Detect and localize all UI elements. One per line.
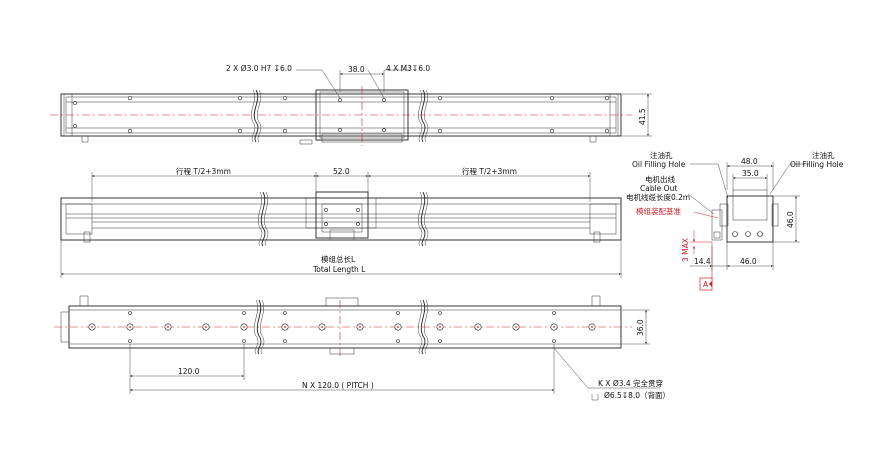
top-view: [50, 69, 652, 146]
top-thread-callout: 4 X M3↧6.0: [386, 64, 430, 73]
oil-hole-right-cn: 注油孔: [812, 150, 835, 160]
hole-callout-line1: K X Ø3.4 完全贯穿: [598, 378, 663, 388]
cable-out-cn: 电机出线: [645, 174, 675, 184]
side-dim-3-max: 3 MAX: [681, 238, 690, 262]
assembly-reference: 模组装配基准: [636, 206, 681, 216]
side-view: [687, 162, 810, 291]
top-dim-41-5: 41.5: [638, 108, 647, 125]
stroke-left-label: 行程 T/2+3mm: [176, 166, 231, 176]
datum-a: A: [703, 280, 709, 289]
bottom-view-holes: [88, 311, 596, 343]
side-dim-46-horizontal: 46.0: [740, 257, 757, 266]
dim-120: 120.0: [178, 367, 200, 376]
carriage-dim-52: 52.0: [333, 167, 350, 176]
cable-out-en: Cable Out: [640, 184, 677, 193]
total-length-en: Total Length L: [312, 265, 366, 274]
front-view: [60, 172, 622, 278]
side-dim-35: 35.0: [742, 169, 759, 178]
top-dim-38: 38.0: [348, 65, 365, 74]
hole-callout-line2: Ø6.5↧8.0（背面）: [604, 390, 670, 400]
dim-36: 36.0: [636, 319, 645, 336]
annotations: 2 X Ø3.0 H7 ↧6.0 38.0 4 X M3↧6.0 41.5 行程…: [176, 64, 844, 400]
oil-hole-left-en: Oil Filling Hole: [632, 160, 686, 169]
side-dim-46-vertical: 46.0: [786, 211, 795, 228]
oil-hole-left-cn: 注油孔: [650, 150, 673, 160]
stroke-right-label: 行程 T/2+3mm: [462, 166, 517, 176]
bottom-view: [54, 295, 660, 401]
pitch-label: N X 120.0 ( PITCH ): [302, 381, 374, 390]
total-length-cn: 模组总长L: [321, 254, 356, 264]
side-dim-14-4: 14.4: [694, 257, 711, 266]
side-dim-48: 48.0: [741, 157, 758, 166]
oil-hole-right-en: Oil Filling Hole: [790, 160, 844, 169]
cable-length: 电机线缆长度0.2m: [626, 192, 690, 202]
top-view-holes: [73, 95, 610, 134]
top-hole-callout: 2 X Ø3.0 H7 ↧6.0: [226, 64, 292, 73]
